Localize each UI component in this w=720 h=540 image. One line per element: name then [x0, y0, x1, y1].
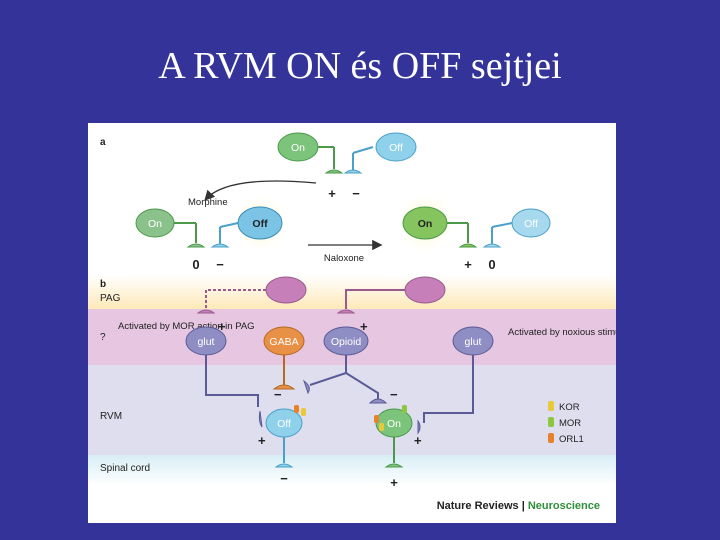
mor-note-text: Activated by MOR action in PAG [118, 321, 255, 332]
left-on-label: On [148, 218, 162, 230]
figure: a On Off + − Morphine On Off 0 − Naloxon… [88, 123, 616, 523]
rvm-band [88, 365, 616, 455]
morphine-arrow [204, 180, 317, 201]
credit-sep: | [519, 500, 528, 512]
rvm-diagram: a On Off + − Morphine On Off 0 − Naloxon… [88, 132, 616, 512]
pag-neuron-left [265, 276, 307, 304]
top-off-cell [375, 132, 417, 162]
panel-a-label: a [100, 137, 106, 148]
credit: Nature Reviews | Neuroscience [437, 500, 600, 512]
noxious-note: Activated by noxious stimulation [508, 327, 616, 338]
top-minus: − [352, 186, 360, 201]
top-off-label: Off [389, 142, 403, 154]
rvm-off-label: Off [277, 418, 291, 430]
band-rvm-label: RVM [100, 411, 122, 422]
plus-right: + [360, 319, 368, 334]
morphine-label: Morphine [188, 197, 228, 208]
pag-band [88, 275, 616, 309]
legend-kor: KOR [559, 402, 580, 413]
noxious-note-text: Activated by noxious stimulation [508, 327, 616, 338]
glut-left-label: glut [198, 336, 215, 348]
on-plus: + [414, 433, 422, 448]
off-minus: − [274, 387, 282, 402]
slide-title: A RVM ON és OFF sejtjei [158, 45, 562, 87]
pag-neuron-right [404, 276, 446, 304]
right-off-label: Off [524, 218, 538, 230]
left-minus: − [216, 257, 224, 272]
off-plus: + [258, 433, 266, 448]
panel-b-label: b [100, 279, 106, 290]
receptor-legend: KOR MOR ORL1 [548, 401, 584, 445]
plus-left: + [218, 319, 226, 334]
top-on-label: On [291, 142, 305, 154]
right-off-cell [511, 208, 551, 238]
mor-note: Activated by MOR action in PAG [118, 321, 255, 332]
mor-swatch [548, 417, 554, 427]
right-on-label: On [418, 218, 433, 230]
left-off-label: Off [252, 218, 268, 230]
legend-mor: MOR [559, 418, 581, 429]
left-zero: 0 [192, 257, 199, 272]
orl1-swatch [548, 433, 554, 443]
right-zero: 0 [488, 257, 495, 272]
band-spinal-label: Spinal cord [100, 463, 150, 474]
credit-right: Neuroscience [528, 500, 600, 512]
left-off-cell [237, 206, 283, 240]
opioid-label: Opioid [331, 336, 362, 348]
kor-swatch [548, 401, 554, 411]
spinal-cord-band [88, 455, 616, 485]
off-spinal-minus: − [280, 471, 288, 486]
gaba-label: GABA [269, 336, 298, 348]
band-pag-label: PAG [100, 293, 121, 304]
glut-right-label: glut [465, 336, 482, 348]
credit-left: Nature Reviews [437, 500, 519, 512]
right-plus: + [464, 257, 472, 272]
on-minus: − [390, 387, 398, 402]
top-plus: + [328, 186, 336, 201]
top-on-cell [277, 132, 319, 162]
on-spinal-plus: + [390, 475, 398, 490]
band-question-label: ? [100, 332, 106, 343]
naloxone-label: Naloxone [324, 253, 364, 264]
rvm-on-label: On [387, 418, 401, 430]
legend-orl1: ORL1 [559, 434, 584, 445]
